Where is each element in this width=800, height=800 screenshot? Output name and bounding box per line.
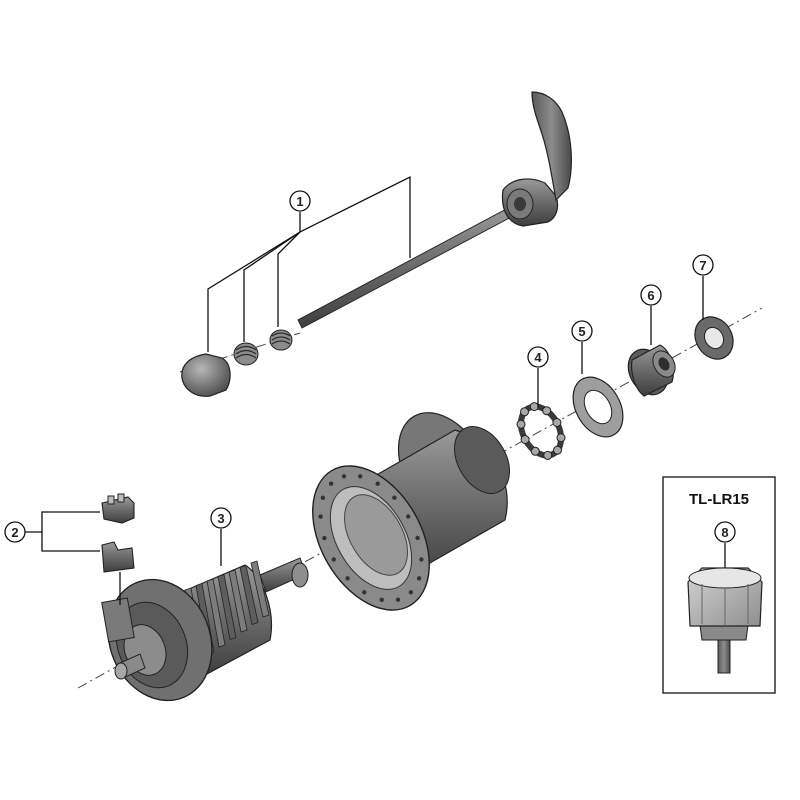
bearing-ball bbox=[520, 435, 530, 444]
washer bbox=[572, 376, 624, 438]
bearing-ball bbox=[553, 445, 562, 455]
spoke-hole bbox=[318, 514, 323, 519]
gear-unit-rib bbox=[228, 569, 248, 633]
clip-lower bbox=[101, 541, 135, 573]
bearing-ball bbox=[530, 446, 540, 456]
spoke-hole bbox=[375, 481, 380, 486]
gear-unit-tab bbox=[101, 597, 135, 643]
callout-1: 1 bbox=[289, 190, 311, 212]
gear-unit-rib bbox=[217, 573, 237, 641]
lever-cam-hole bbox=[514, 197, 526, 211]
bearing-ball bbox=[516, 419, 526, 429]
skewer-spring-outer bbox=[233, 342, 259, 366]
skewer-rod bbox=[297, 205, 518, 329]
spoke-hole bbox=[362, 590, 367, 595]
skewer-spring-inner bbox=[269, 329, 293, 351]
ball-bearing-retainer bbox=[516, 402, 566, 460]
svg-text:1: 1 bbox=[296, 194, 303, 209]
gear-unit-rib bbox=[206, 578, 226, 648]
spoke-hole bbox=[408, 590, 414, 595]
spoke-hole bbox=[331, 557, 336, 562]
callout-4: 4 bbox=[527, 346, 549, 368]
spoke-hole bbox=[320, 495, 326, 500]
spoke-hole bbox=[395, 597, 401, 602]
tool-box: TL-LR15 8 bbox=[662, 476, 776, 694]
callout-2: 2 bbox=[4, 521, 26, 543]
svg-text:2: 2 bbox=[11, 525, 18, 540]
callout-8: 8 bbox=[714, 521, 736, 543]
svg-text:5: 5 bbox=[578, 324, 585, 339]
clip-upper bbox=[101, 493, 135, 524]
bearing-ball bbox=[556, 433, 566, 443]
spoke-hole bbox=[341, 474, 347, 479]
spoke-hole bbox=[406, 514, 411, 519]
svg-text:7: 7 bbox=[699, 258, 706, 273]
hub-cone bbox=[627, 344, 676, 397]
spoke-hole bbox=[415, 535, 420, 541]
bearing-ball bbox=[529, 402, 539, 412]
svg-text:3: 3 bbox=[217, 511, 224, 526]
svg-text:8: 8 bbox=[721, 525, 728, 540]
lockring-tool bbox=[687, 567, 763, 674]
bearing-ball bbox=[543, 450, 553, 460]
lock-nut bbox=[694, 316, 734, 360]
callout-2-bracket bbox=[25, 511, 100, 552]
internal-gear-unit bbox=[101, 557, 309, 702]
svg-text:6: 6 bbox=[647, 288, 654, 303]
svg-text:4: 4 bbox=[534, 350, 542, 365]
spoke-hole bbox=[358, 474, 363, 479]
spoke-hole bbox=[328, 481, 334, 486]
spoke-hole bbox=[379, 597, 384, 602]
hub-shell bbox=[312, 412, 510, 611]
gear-unit-rib bbox=[250, 560, 270, 618]
bearing-balls bbox=[516, 402, 566, 460]
flange-spoke-holes bbox=[318, 474, 424, 602]
callout-5: 5 bbox=[571, 320, 593, 342]
spoke-hole bbox=[345, 576, 350, 581]
quick-release-skewer bbox=[181, 91, 572, 397]
spoke-hole bbox=[419, 557, 424, 562]
spoke-hole bbox=[416, 576, 422, 581]
bearing-ball bbox=[552, 418, 562, 427]
gear-unit-rib bbox=[239, 564, 259, 626]
bearing-ball bbox=[542, 406, 552, 416]
callout-6: 6 bbox=[640, 284, 662, 306]
spoke-hole bbox=[392, 495, 397, 500]
callout-1-leaders bbox=[207, 175, 411, 352]
spoke-hole bbox=[322, 535, 327, 541]
tool-box-title: TL-LR15 bbox=[689, 491, 749, 508]
callout-3: 3 bbox=[210, 507, 232, 529]
bearing-ball bbox=[520, 407, 529, 417]
skewer-adjusting-nut bbox=[181, 353, 231, 397]
quick-release-lever-arm bbox=[531, 91, 572, 202]
callout-7: 7 bbox=[692, 254, 714, 276]
